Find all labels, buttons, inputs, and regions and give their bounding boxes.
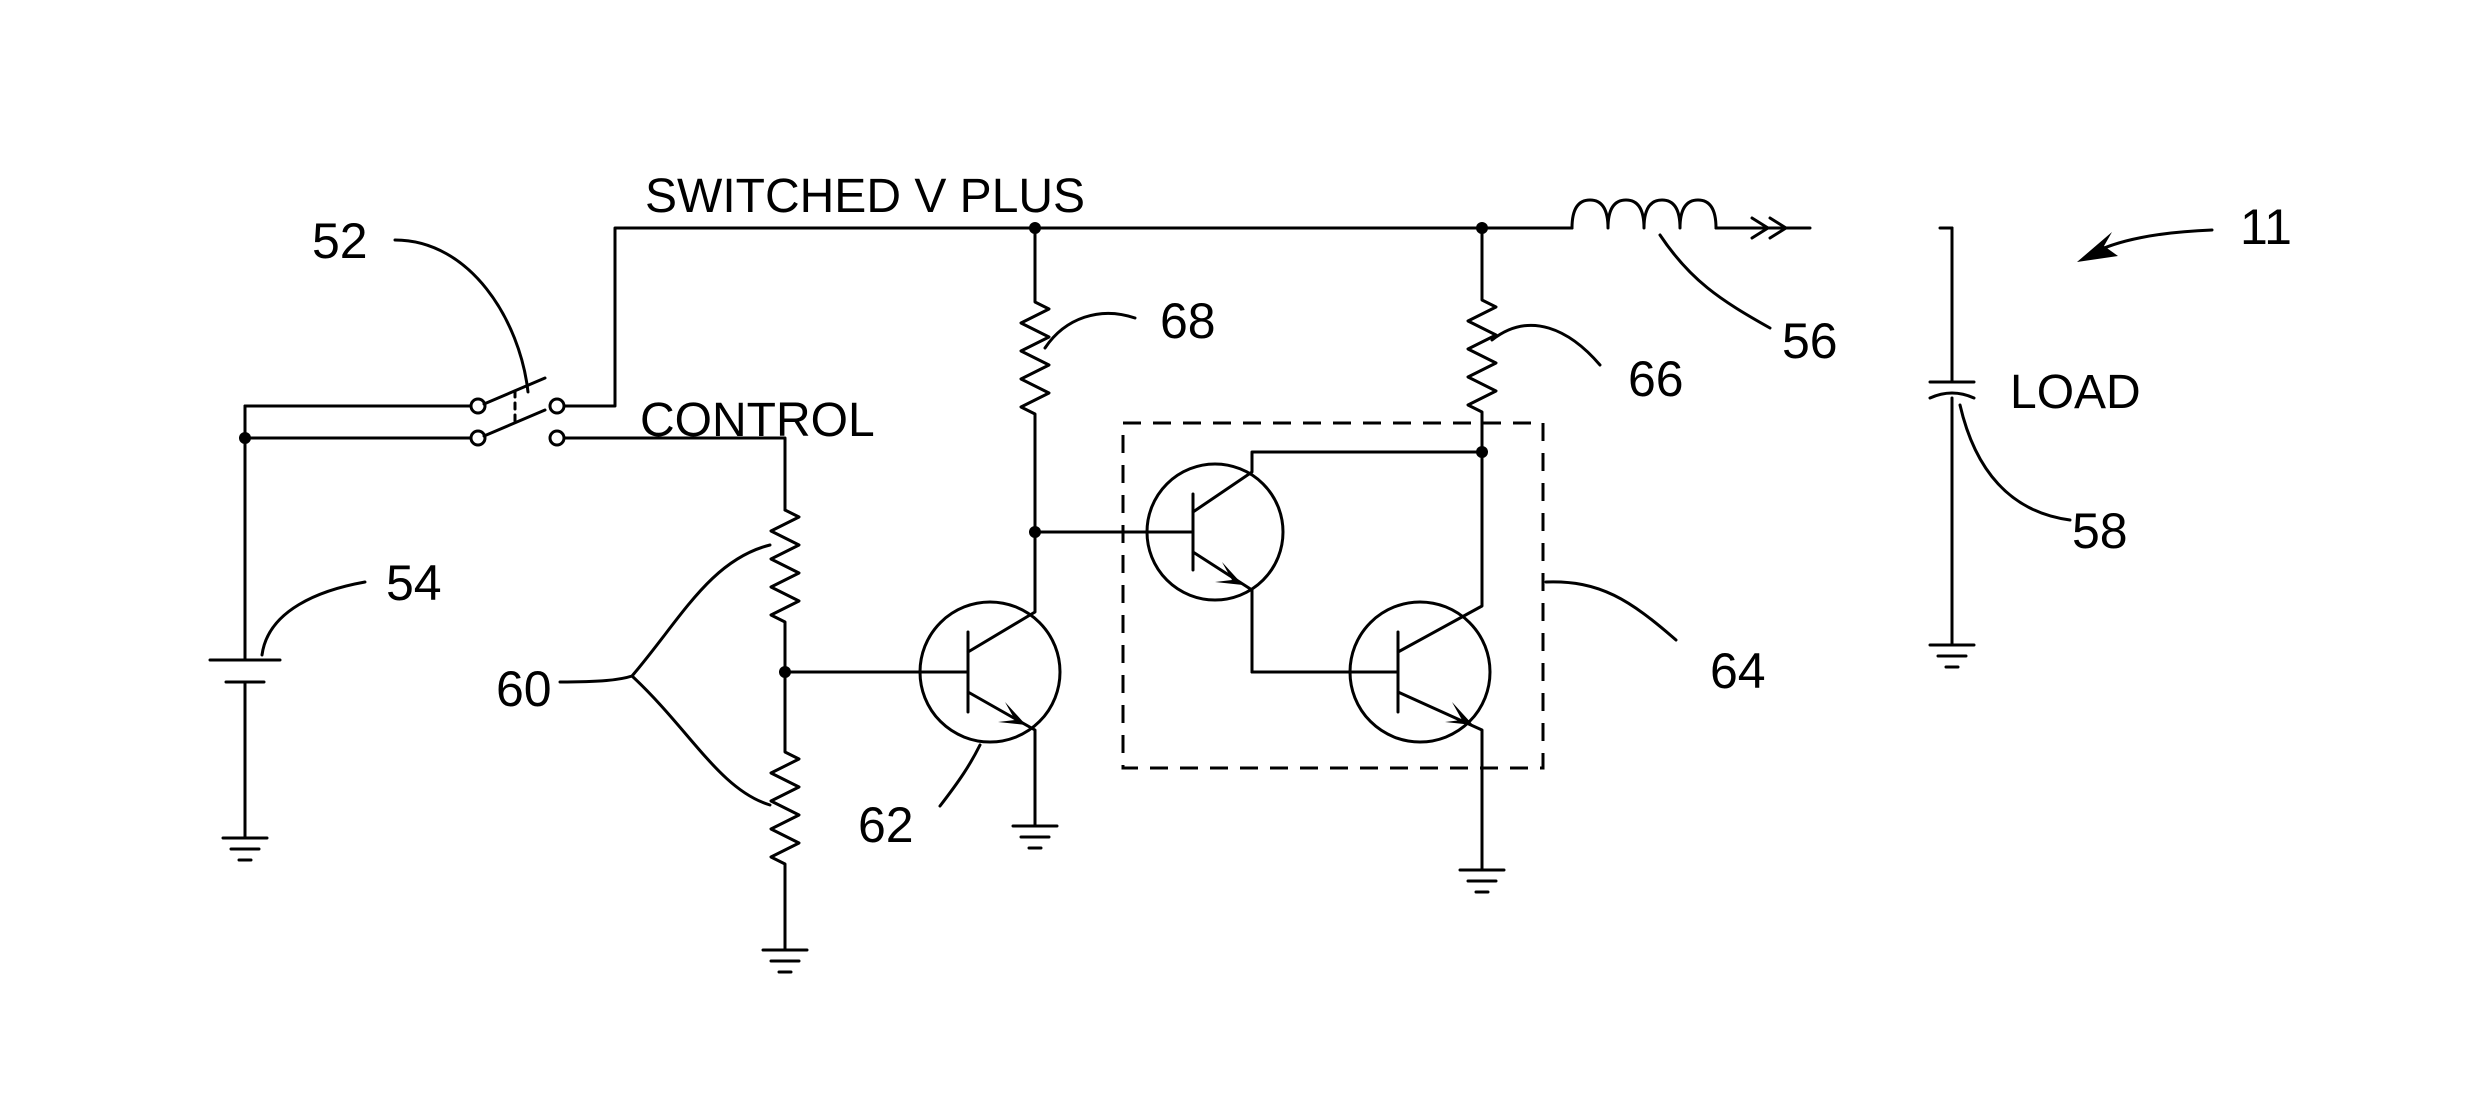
ground-symbol-64 — [1460, 870, 1504, 892]
ref-62: 62 — [858, 797, 914, 853]
load-capacitor-58 — [1930, 228, 1974, 645]
leader-58 — [1960, 405, 2070, 520]
ground-symbol-battery — [223, 838, 267, 860]
ref-66: 66 — [1628, 351, 1684, 407]
ref-68: 68 — [1160, 293, 1216, 349]
leader-66 — [1492, 325, 1600, 365]
transistor-62-emitter-arrow — [998, 702, 1026, 725]
figure-arrowhead — [2077, 232, 2118, 262]
switch-contact — [550, 399, 564, 413]
inductor-56 — [1572, 200, 1716, 228]
resistor-68 — [1021, 228, 1049, 540]
transistor-62-leads — [920, 540, 1035, 826]
ref-56: 56 — [1782, 313, 1838, 369]
divider-resistor-upper — [771, 510, 799, 672]
ref-60: 60 — [496, 661, 552, 717]
ground-symbol-load — [1930, 645, 1974, 667]
switch-contact — [550, 431, 564, 445]
darlington-upper-emitter-arrow — [1215, 562, 1243, 585]
ref-52: 52 — [312, 213, 368, 269]
junction-dot — [1029, 222, 1041, 234]
leader-54 — [262, 582, 365, 655]
ref-11: 11 — [2240, 199, 2292, 255]
darlington-upper-leads — [1148, 452, 1482, 672]
ground-symbol-62 — [1013, 826, 1057, 848]
rail-wire — [557, 228, 1572, 406]
junction-dot — [239, 432, 251, 444]
leader-64 — [1546, 582, 1676, 640]
divider-resistor-lower — [771, 672, 799, 950]
switch-contact — [471, 431, 485, 445]
control-label: CONTROL — [640, 394, 875, 447]
battery-54 — [210, 660, 280, 682]
leader-56 — [1660, 235, 1770, 328]
rail-label: SWITCHED V PLUS — [645, 170, 1085, 223]
leader-62 — [940, 745, 980, 806]
leader-68 — [1045, 313, 1135, 348]
junction-dot — [1476, 446, 1488, 458]
leader-60 — [560, 545, 770, 805]
ref-64: 64 — [1710, 643, 1766, 699]
load-label: LOAD — [2010, 366, 2141, 419]
junction-dot — [1476, 222, 1488, 234]
switch-contact — [471, 399, 485, 413]
leader-52 — [395, 240, 528, 392]
darlington-box-64 — [1123, 423, 1543, 768]
ground-symbol-divider — [763, 950, 807, 972]
darlington-lower-leads — [1252, 452, 1482, 870]
ref-54: 54 — [386, 555, 442, 611]
ref-58: 58 — [2072, 503, 2128, 559]
darlington-lower-emitter-arrow — [1445, 702, 1473, 725]
